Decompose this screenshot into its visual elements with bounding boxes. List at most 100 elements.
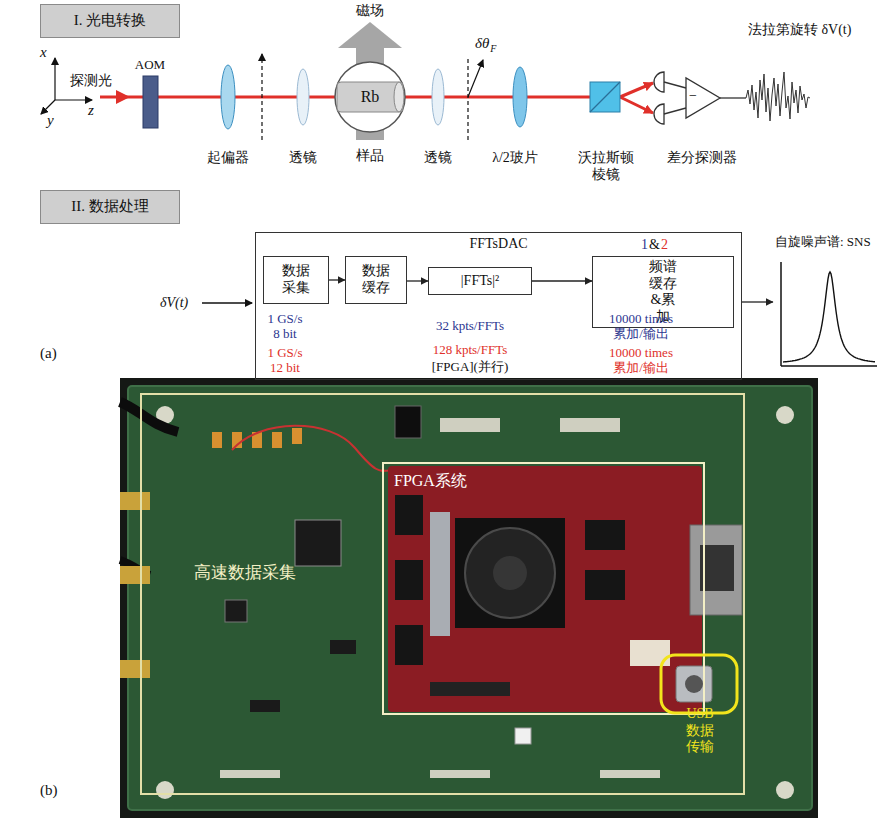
photo-board <box>292 428 302 444</box>
photo-board <box>128 386 812 810</box>
signal-arrow <box>202 302 252 303</box>
aom-block <box>143 76 158 128</box>
text-label: (b) <box>40 782 58 800</box>
text-label: λ/2玻片 <box>492 150 538 167</box>
text-label: 磁场 <box>356 3 384 20</box>
fpga-board <box>585 520 625 550</box>
node-label: 自旋噪声谱: SNS <box>775 234 871 249</box>
text-label: 透镜 <box>289 150 317 167</box>
node-label: |FFTs|² <box>461 273 499 290</box>
lens <box>297 69 309 125</box>
section-header: I. 光电转换 <box>40 4 180 38</box>
process-box: 数据 缓存 <box>345 256 407 304</box>
magnetic-field-arrow <box>338 22 402 48</box>
wollaston-prism <box>590 82 620 112</box>
fpga-board <box>388 466 742 712</box>
signal-arrow <box>202 303 252 304</box>
photo-board <box>250 700 280 712</box>
text-label: 32 kpts/FFTs <box>436 318 504 333</box>
spectrum-plot <box>783 272 875 362</box>
text-label: AOM <box>135 57 165 72</box>
process-box: 数据 采集 <box>263 256 329 304</box>
flow-arrow <box>407 280 428 281</box>
coordinate-axes <box>54 58 55 100</box>
photo-board <box>120 660 150 678</box>
coordinate-axes <box>55 99 92 100</box>
text-label: x <box>40 44 47 62</box>
lens <box>432 69 444 125</box>
photo-board <box>156 781 174 799</box>
region-box: Rb <box>333 60 407 134</box>
photo-board <box>120 492 150 510</box>
text-label: 10000 times 累加/输出 <box>608 311 674 342</box>
node-label: I. 光电转换 <box>74 12 147 30</box>
vapor-cell <box>337 82 403 112</box>
photo-board <box>430 770 490 778</box>
wollaston-prism <box>590 82 620 112</box>
polarization-axis <box>467 58 468 140</box>
photo-board <box>220 770 280 778</box>
fpga-board <box>430 512 450 636</box>
photo-board <box>120 378 818 818</box>
vapor-cell <box>394 82 404 112</box>
text-label: 1 <box>641 237 648 254</box>
fpga-board <box>493 556 527 590</box>
fpga-board <box>465 528 555 618</box>
photo-board <box>272 432 282 448</box>
spectrum-plot <box>773 258 879 370</box>
usb-connector <box>676 666 712 702</box>
node-label: FPGA系统 <box>394 472 467 491</box>
fpga-board <box>388 466 702 712</box>
fpga-board <box>455 518 565 628</box>
text-label: 沃拉斯顿 棱镜 <box>577 150 635 183</box>
differential-amplifier <box>664 108 686 114</box>
text-label: δV(t) <box>160 295 188 312</box>
process-box: |FFTs|² <box>428 267 532 295</box>
photo-board <box>395 406 421 438</box>
flow-arrow <box>329 279 345 280</box>
photo-board <box>232 426 398 471</box>
text-label: 差分探测器 <box>667 150 737 167</box>
flow-arrow <box>742 301 773 302</box>
differential-amplifier <box>720 97 746 98</box>
photo-board <box>120 402 178 432</box>
photo-board <box>776 781 794 799</box>
node-label: 数据 采集 <box>281 263 311 296</box>
text-label: 128 kpts/FFTs <box>433 342 508 357</box>
text-label: 2 <box>661 237 668 254</box>
fpga-board <box>395 625 423 665</box>
differential-amplifier <box>664 78 746 118</box>
probe-beam <box>620 97 653 113</box>
flow-arrow <box>532 280 592 281</box>
photo-board <box>560 418 620 432</box>
text-label: 1 GS/s 12 bit <box>266 345 304 376</box>
probe-beam <box>116 90 130 104</box>
photo-board <box>440 418 500 432</box>
text-label: 起偏器 <box>207 150 249 167</box>
section-header: II. 数据处理 <box>40 190 180 224</box>
text-label: & <box>649 237 660 254</box>
probe-beam <box>100 83 653 113</box>
polarization-axis <box>262 54 483 140</box>
photodetector <box>654 72 664 124</box>
differential-amplifier <box>686 78 720 118</box>
region-box: 自旋噪声谱: SNS <box>773 232 881 372</box>
coordinate-axes <box>41 100 55 114</box>
aom-block <box>143 76 158 128</box>
node-label: FFTsDAC <box>469 236 527 253</box>
fpga-board <box>700 545 734 591</box>
spectrum-plot <box>781 365 877 367</box>
text-label: F <box>490 43 496 55</box>
node-label: Rb <box>361 88 380 107</box>
text-label: 样品 <box>356 148 384 165</box>
usb-highlight <box>661 655 737 713</box>
region-box: USB 数据传输 <box>658 652 742 758</box>
photo-board <box>225 600 247 622</box>
photo-board <box>120 378 818 818</box>
fpga-board <box>430 682 510 696</box>
region-box: 高速数据采集FPGA系统USB 数据传输 <box>140 393 745 795</box>
text-label: 透镜 <box>424 150 452 167</box>
photodetector <box>654 72 664 92</box>
